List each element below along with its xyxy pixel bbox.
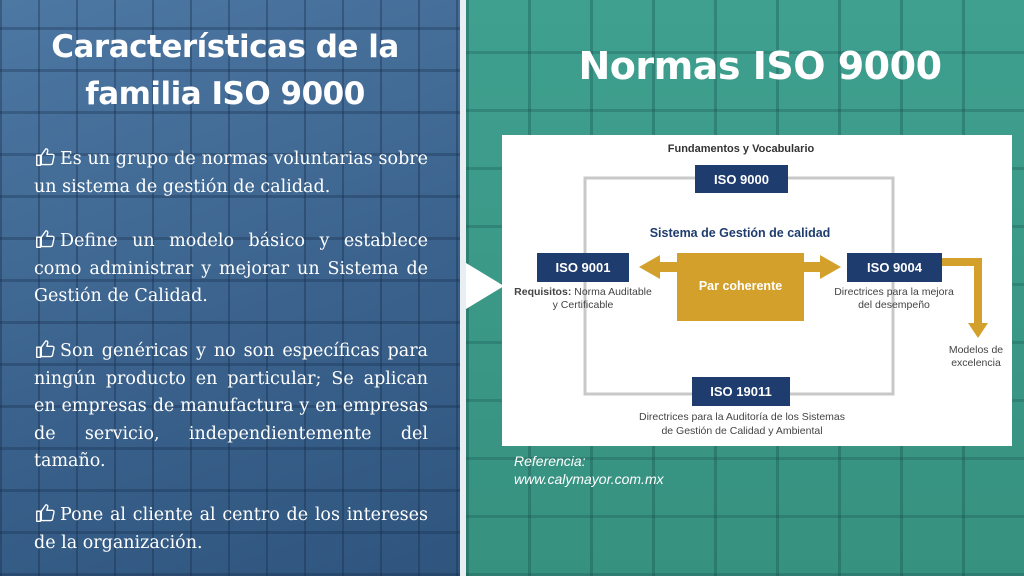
- iso-9001-box: [537, 253, 629, 282]
- reference-label: Referencia:: [514, 453, 586, 469]
- thumbs-up-icon: [36, 340, 55, 358]
- elbow-arrow-head: [968, 323, 988, 338]
- bullet-item-3: Son genéricas y no son específicas para …: [34, 338, 428, 476]
- iso-9000-box: [695, 165, 788, 193]
- iso-19011-box: [692, 377, 790, 406]
- center-title: Sistema de Gestión de calidad: [650, 226, 831, 240]
- iso-19011-label: ISO 19011: [710, 384, 771, 399]
- modelos-line-1: Modelos de: [949, 344, 1003, 356]
- bullet-text-1: Es un grupo de normas voluntarias sobre …: [34, 149, 428, 197]
- bullet-text-2: Define un modelo básico y establece como…: [34, 231, 428, 306]
- iso-9000-label: ISO 9000: [714, 172, 769, 187]
- iso-9004-label: ISO 9004: [867, 260, 923, 275]
- requisitos-rest: Norma Auditable: [571, 286, 652, 298]
- thumbs-up-icon: [36, 148, 55, 166]
- bullet-text-4: Pone al cliente al centro de los interes…: [34, 505, 428, 553]
- diagram-top-caption: Fundamentos y Vocabulario: [668, 143, 815, 155]
- panel-divider: [460, 0, 466, 576]
- reference-url[interactable]: www.calymayor.com.mx: [514, 471, 664, 487]
- iso-9004-box: [847, 253, 942, 282]
- desc-9004-line-1: Directrices para la mejora: [834, 286, 954, 298]
- bullet-item-4: Pone al cliente al centro de los interes…: [34, 502, 428, 557]
- thumbs-up-icon: [36, 504, 55, 522]
- reference: Referencia: www.calymayor.com.mx: [514, 452, 664, 488]
- double-arrow-right: [800, 255, 841, 279]
- thumbs-up-icon: [36, 230, 55, 248]
- iso-9001-label: ISO 9001: [556, 260, 611, 275]
- left-title: Características de la familia ISO 9000: [20, 24, 430, 118]
- requisitos-line-2: y Certificable: [553, 299, 614, 311]
- right-title: Normas ISO 9000: [578, 44, 942, 88]
- par-coherente-box: [677, 253, 804, 321]
- left-panel: [0, 0, 460, 576]
- modelos-line-2: excelencia: [951, 357, 1001, 369]
- elbow-arrow-to-modelos: [942, 258, 982, 323]
- desc-19011-line-1: Directrices para la Auditoría de los Sis…: [639, 411, 845, 423]
- bullet-item-1: Es un grupo de normas voluntarias sobre …: [34, 146, 428, 201]
- requisitos-bold: Requisitos:: [514, 286, 571, 298]
- bullet-item-2: Define un modelo básico y establece como…: [34, 228, 428, 311]
- desc-9004-line-2: del desempeño: [858, 299, 930, 311]
- bullet-text-3: Son genéricas y no son específicas para …: [34, 341, 428, 471]
- double-arrow-left: [639, 255, 682, 279]
- left-title-line-2: familia ISO 9000: [85, 76, 365, 112]
- left-title-line-1: Características de la: [51, 29, 399, 65]
- triangle-pointer-icon: [466, 263, 504, 309]
- iso-diagram: Fundamentos y Vocabulario ISO 9000 Siste…: [502, 135, 1012, 446]
- par-coherente-label: Par coherente: [699, 279, 782, 293]
- requisitos-line-1: Requisitos: Norma Auditable: [514, 286, 652, 298]
- desc-19011-line-2: de Gestión de Calidad y Ambiental: [661, 425, 822, 437]
